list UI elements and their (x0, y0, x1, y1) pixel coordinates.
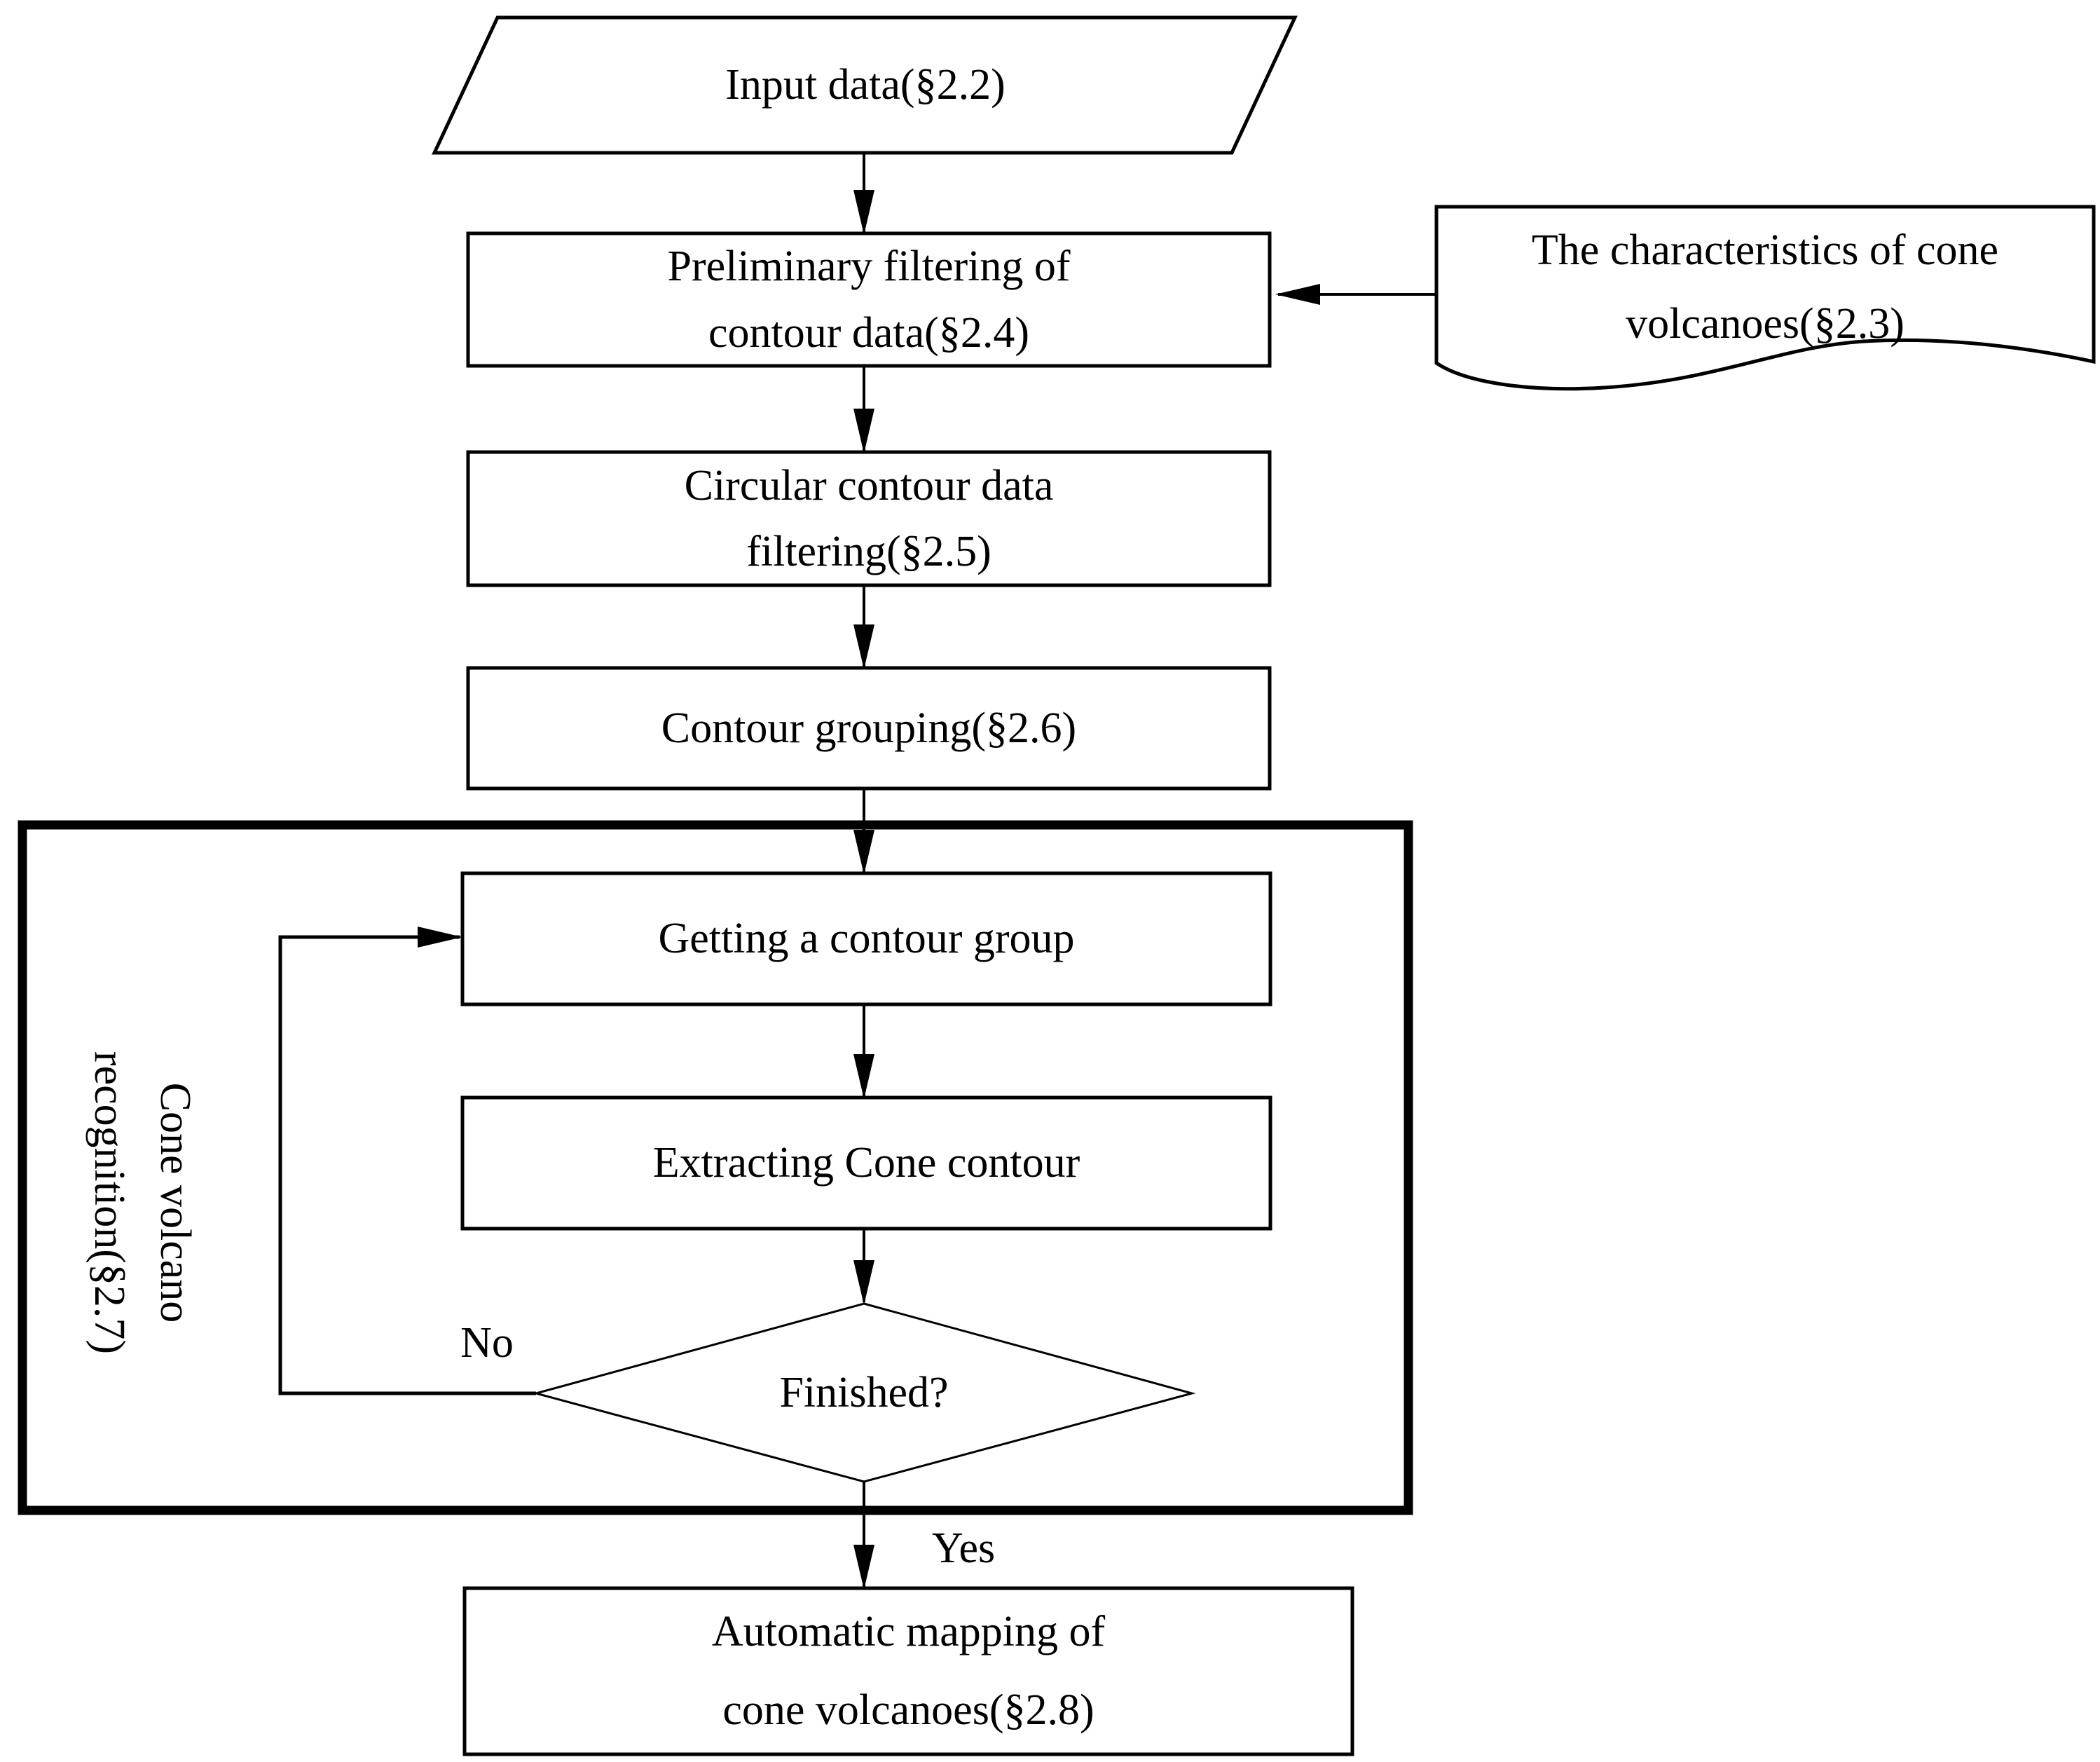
recognition-container-box (18, 820, 1413, 1515)
extracting-node-label: Extracting Cone contour (652, 1139, 1080, 1187)
extracting-box (460, 1095, 1272, 1231)
characteristics-node-label: The characteristics of cone volcanoes(§2… (1531, 226, 1999, 348)
finished-node-label: Finished? (779, 1368, 949, 1416)
edge-label-yes: Yes (931, 1524, 996, 1572)
automatic-node-label: Automatic mapping of cone volcanoes(§2.8… (711, 1607, 1106, 1734)
circular-box (466, 450, 1272, 587)
circular-node-label: Circular contour data filtering(§2.5) (684, 461, 1054, 575)
edge-label-no: No (460, 1318, 514, 1367)
getting-box (460, 871, 1272, 1006)
arrow-finished-no-loop-to-getting (278, 927, 536, 1395)
grouping-node-label: Contour grouping(§2.6) (661, 704, 1077, 752)
recognition-container-label: Cone volcano recognition(§2.7) (85, 1051, 200, 1355)
input-node-label: Input data(§2.2) (725, 61, 1006, 109)
characteristics-document (1434, 205, 2096, 391)
preliminary-node-label: Preliminary filtering of contour data(§2… (667, 243, 1071, 357)
automatic-box (462, 1586, 1354, 1756)
preliminary-box (466, 231, 1272, 368)
getting-node-label: Getting a contour group (658, 915, 1075, 963)
input-parallelogram (432, 15, 1298, 155)
